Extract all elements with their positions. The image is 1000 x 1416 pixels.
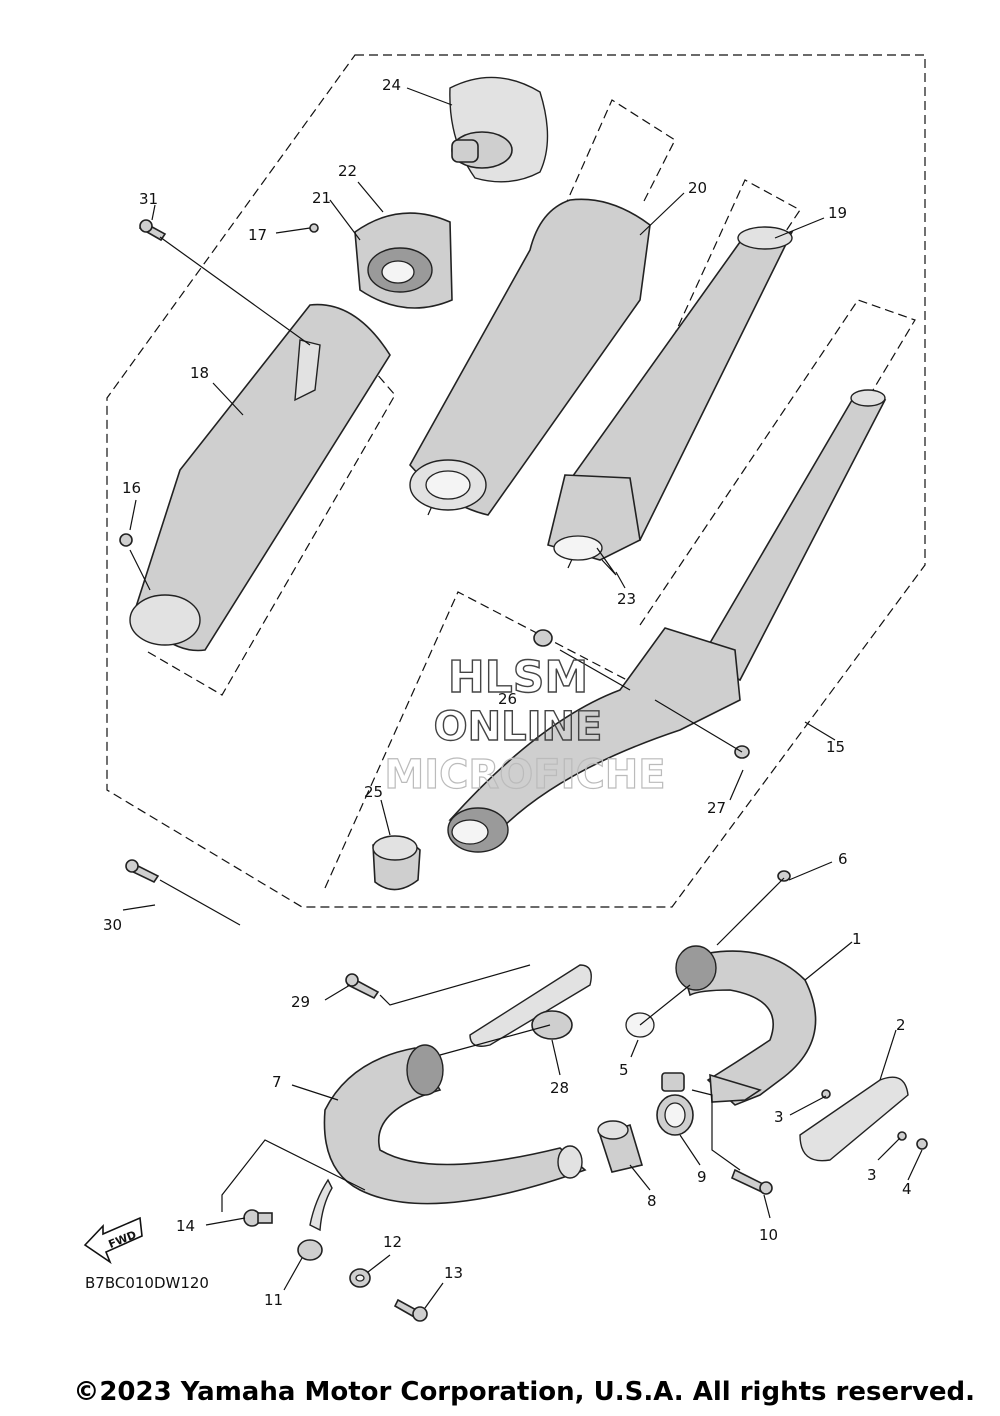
callout-10: 10: [759, 1226, 778, 1244]
bolt-10-part[interactable]: [730, 1168, 773, 1195]
callout-18: 18: [190, 364, 209, 382]
callout-25: 25: [364, 783, 383, 801]
callout-11: 11: [264, 1291, 283, 1309]
bolt-14-part[interactable]: [243, 1209, 273, 1227]
callout-26: 26: [498, 690, 517, 708]
callout-29: 29: [291, 993, 310, 1011]
callout-30: 30: [103, 916, 122, 934]
hanger-11-part[interactable]: [297, 1178, 333, 1261]
callout-16: 16: [122, 479, 141, 497]
callout-22: 22: [338, 162, 357, 180]
callout-1: 1: [852, 930, 862, 948]
callout-31: 31: [139, 190, 158, 208]
callout-8: 8: [647, 1192, 657, 1210]
watermark-line-3: MICROFICHE: [384, 752, 665, 798]
callout-13: 13: [444, 1264, 463, 1282]
callout-19: 19: [828, 204, 847, 222]
callout-3b: 3: [867, 1166, 877, 1184]
callout-4: 4: [902, 1180, 912, 1198]
callout-17: 17: [248, 226, 267, 244]
header-pipe-part[interactable]: [447, 389, 887, 853]
inner-pipe-part[interactable]: [547, 226, 794, 561]
callout-24: 24: [382, 76, 401, 94]
callout-12: 12: [383, 1233, 402, 1251]
watermark-line-2: ONLINE: [434, 704, 603, 750]
callout-27: 27: [707, 799, 726, 817]
bolt-13-part[interactable]: [393, 1298, 428, 1322]
callout-2: 2: [896, 1016, 906, 1034]
callout-21: 21: [312, 189, 331, 207]
clamp-bracket-part[interactable]: [469, 964, 592, 1047]
fwd-arrow-icon: FWD: [83, 1216, 143, 1265]
bolt-4-part[interactable]: [916, 1138, 928, 1150]
callout-6: 6: [838, 850, 848, 868]
rubber-cap-part[interactable]: [354, 212, 453, 309]
callout-28: 28: [550, 1079, 569, 1097]
copyright-notice: ©2023 Yamaha Motor Corporation, U.S.A. A…: [73, 1377, 975, 1407]
callout-9: 9: [697, 1168, 707, 1186]
callout-7: 7: [272, 1073, 282, 1091]
leader-lines: [122, 87, 923, 1309]
sleeve-part[interactable]: [597, 1120, 644, 1173]
callout-labels: 24 22 21 17 31 18 16 20 19 23 15 26 27 2…: [103, 76, 912, 1309]
nut-16-part[interactable]: [119, 533, 133, 547]
outer-shell-part[interactable]: [129, 303, 391, 652]
part-15-bracket: [639, 299, 916, 626]
washer-6-part[interactable]: [777, 870, 791, 882]
clamp-part[interactable]: [656, 1072, 694, 1136]
watermark: HLSM ONLINE MICROFICHE: [384, 651, 666, 798]
callout-23: 23: [617, 590, 636, 608]
washer-3a-part[interactable]: [821, 1089, 831, 1099]
bolt-31-part[interactable]: [138, 219, 167, 242]
end-cap-part[interactable]: [449, 76, 549, 183]
diagram-code: B7BC010DW120: [85, 1274, 209, 1292]
bolt-29-part[interactable]: [345, 973, 380, 1000]
head-pipe-part[interactable]: [675, 945, 817, 1106]
part-26-bracket: [324, 591, 651, 889]
washer-17-part[interactable]: [309, 223, 319, 233]
nut-12-part[interactable]: [349, 1268, 371, 1288]
muffler-assembly-boundary: [106, 54, 926, 908]
nut-26-part[interactable]: [533, 629, 553, 647]
exhaust-pipe-part[interactable]: [323, 1044, 587, 1205]
head-pipe-bracket-part[interactable]: [799, 1076, 909, 1162]
callout-3a: 3: [774, 1108, 784, 1126]
callout-5: 5: [619, 1061, 629, 1079]
callout-15: 15: [826, 738, 845, 756]
callout-20: 20: [688, 179, 707, 197]
collar-part[interactable]: [372, 835, 421, 891]
bolt-30-part[interactable]: [125, 859, 160, 884]
callout-14: 14: [176, 1217, 195, 1235]
silencer-body-part[interactable]: [409, 198, 651, 516]
watermark-line-1: HLSM: [448, 652, 588, 703]
